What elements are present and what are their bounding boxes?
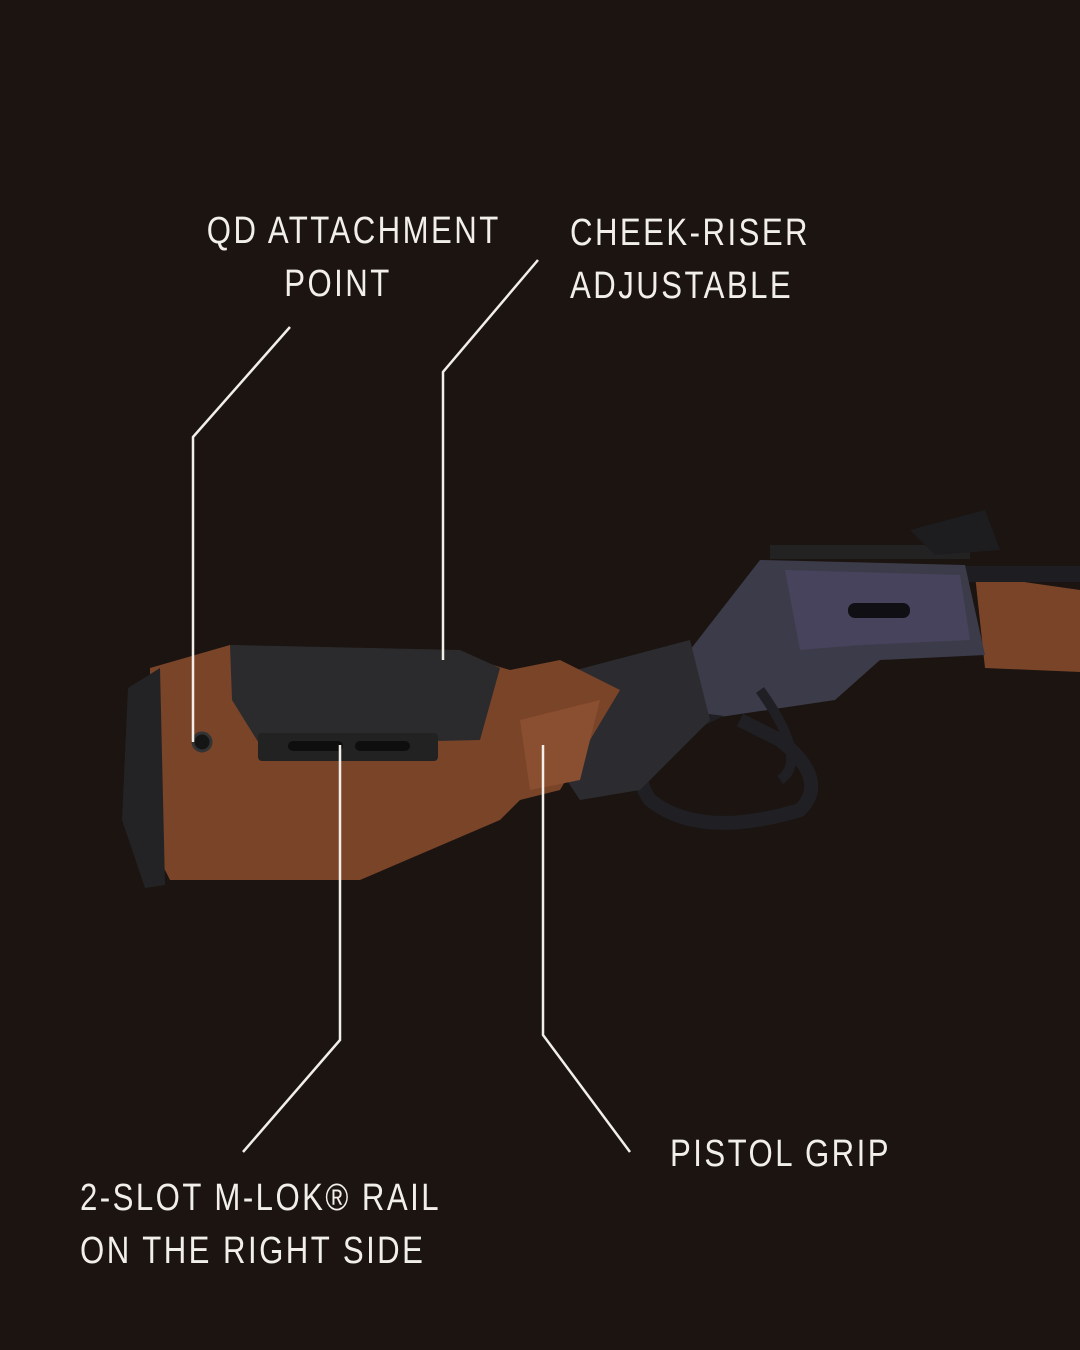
callout-text: CHEEK-RISER [570, 212, 811, 254]
cheek-riser-callout: CHEEK-RISER ADJUSTABLE [570, 207, 810, 313]
mlok-rail-callout: 2-SLOT M-LOK® RAIL ON THE RIGHT SIDE [80, 1172, 441, 1278]
cheek-leader-line [441, 259, 539, 660]
callout-text: PISTOL GRIP [670, 1133, 892, 1175]
callout-text: POINT [284, 263, 392, 305]
mlok-leader-line [242, 745, 342, 1153]
grip-leader-line [541, 745, 632, 1153]
pistol-grip-callout: PISTOL GRIP [670, 1128, 891, 1181]
callout-text: ON THE RIGHT SIDE [80, 1230, 426, 1272]
callout-text: ADJUSTABLE [570, 265, 794, 307]
qd-attachment-callout: QD ATTACHMENT POINT [206, 205, 501, 311]
callout-text: QD ATTACHMENT [206, 210, 501, 252]
rifle-image [122, 510, 1080, 888]
callout-text: 2-SLOT M-LOK® RAIL [80, 1177, 442, 1219]
qd-leader-line [191, 326, 291, 742]
